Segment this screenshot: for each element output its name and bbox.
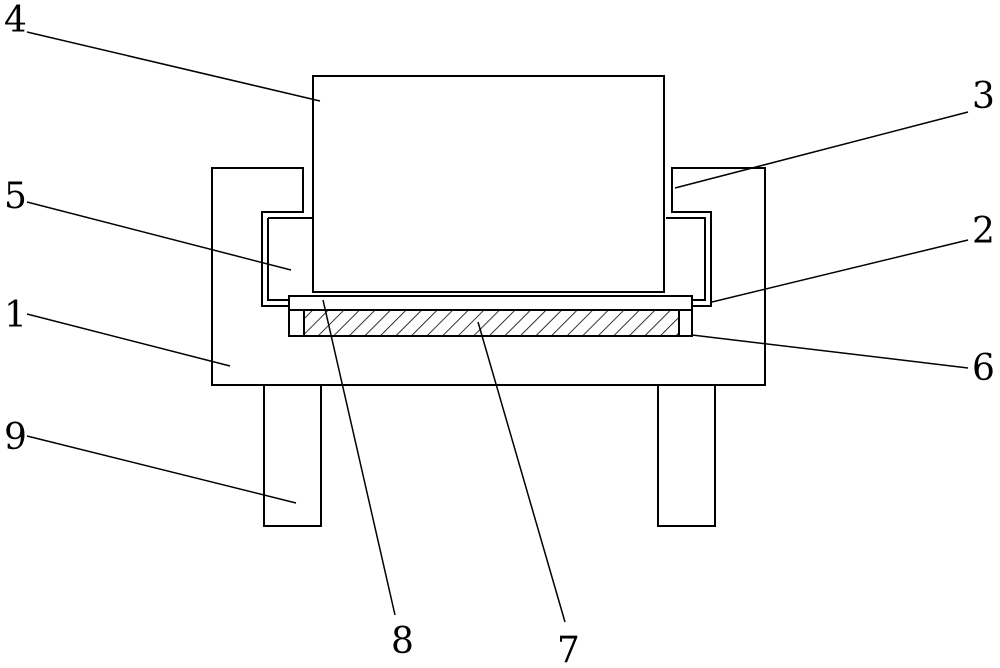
leader-5 — [26, 201, 292, 271]
clamp-liner — [267, 217, 706, 301]
label-9: 9 — [4, 417, 27, 458]
label-5: 5 — [4, 176, 27, 217]
hatched-pad — [303, 309, 680, 337]
leader-7 — [477, 321, 566, 623]
label-6: 6 — [972, 348, 995, 389]
upper-block — [312, 75, 665, 293]
label-3: 3 — [972, 76, 995, 117]
leader-3 — [674, 111, 969, 189]
support-leg-left — [263, 384, 322, 527]
label-8: 8 — [391, 621, 414, 662]
leader-9 — [26, 435, 297, 504]
label-4: 4 — [4, 0, 27, 41]
label-2: 2 — [972, 211, 995, 252]
support-leg-right — [657, 384, 716, 527]
leader-1 — [26, 313, 231, 367]
frame-body — [211, 167, 766, 386]
connecting-plate — [288, 295, 693, 311]
label-1: 1 — [4, 295, 27, 336]
leader-2 — [711, 239, 969, 303]
label-7: 7 — [557, 630, 580, 668]
leader-8 — [322, 299, 396, 616]
leader-6 — [691, 334, 969, 369]
leader-4 — [26, 31, 321, 102]
